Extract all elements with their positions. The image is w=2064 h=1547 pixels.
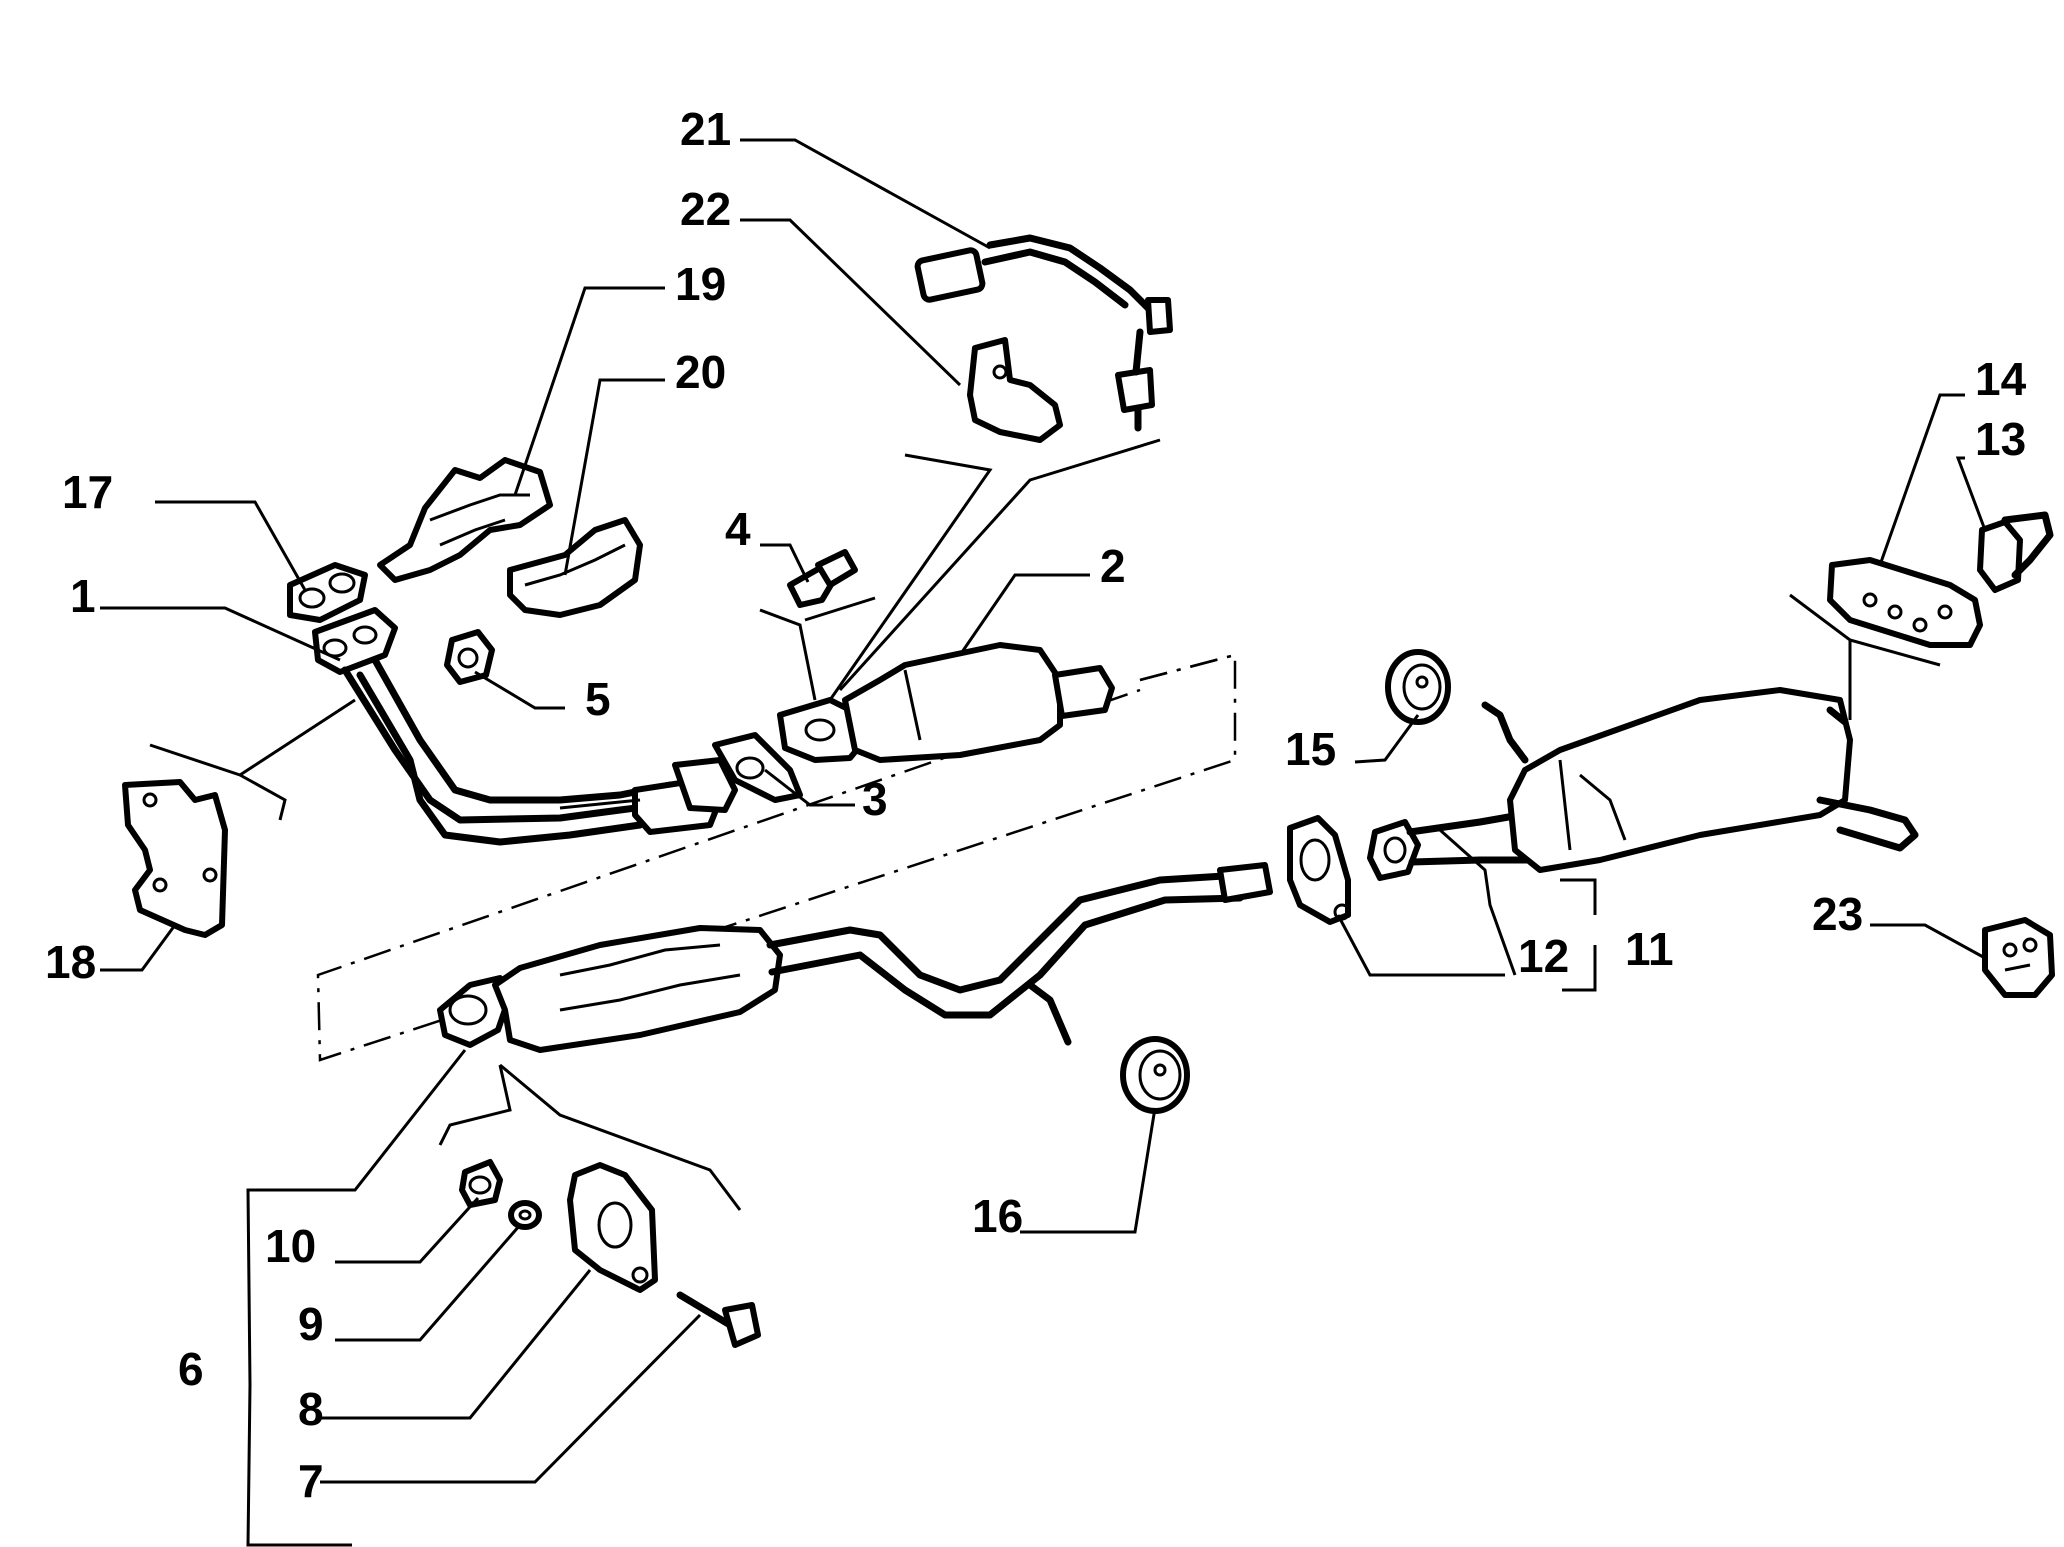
lambda-sensor-part bbox=[914, 234, 1173, 432]
sensor-position-line bbox=[828, 453, 993, 701]
bolt-position-line bbox=[759, 608, 817, 701]
callout-17: 17 bbox=[62, 466, 113, 518]
callout-4: 4 bbox=[725, 503, 751, 555]
support-bracket-part bbox=[122, 779, 228, 938]
callout-10: 10 bbox=[265, 1220, 316, 1272]
hanger-part bbox=[1977, 511, 2054, 593]
pipe-position-line-2 bbox=[239, 773, 287, 821]
leader-lines bbox=[100, 138, 1987, 1547]
manifold-gasket-part bbox=[287, 562, 368, 623]
callout-18: 18 bbox=[45, 936, 96, 988]
callout-14: 14 bbox=[1975, 353, 2027, 405]
assembly-dash-outline bbox=[316, 653, 1237, 1062]
callout-7: 7 bbox=[298, 1455, 324, 1507]
callout-3: 3 bbox=[862, 773, 888, 825]
callout-9: 9 bbox=[298, 1298, 324, 1350]
centre-muffler-part bbox=[437, 862, 1273, 1053]
clamp-bolt-part bbox=[676, 1291, 761, 1348]
clamp-nut-part bbox=[459, 1159, 503, 1208]
callout-6: 6 bbox=[178, 1343, 204, 1395]
callout-11: 11 bbox=[1625, 923, 1674, 975]
callout-5: 5 bbox=[585, 673, 611, 725]
lower-heat-shield-part bbox=[507, 517, 643, 618]
rear-silencer-part bbox=[1367, 687, 1919, 881]
clamp-position-line bbox=[438, 1064, 512, 1146]
callout-12: 12 bbox=[1518, 930, 1569, 982]
clamp-position-line-2 bbox=[499, 1063, 742, 1211]
callout-21: 21 bbox=[680, 103, 731, 155]
callout-1: 1 bbox=[70, 570, 96, 622]
front-pipe-part bbox=[312, 607, 738, 846]
callout-22: 22 bbox=[680, 183, 731, 235]
callout-2: 2 bbox=[1100, 540, 1126, 592]
callout-23: 23 bbox=[1812, 888, 1863, 940]
heat-shield-bracket-part bbox=[967, 337, 1063, 443]
callout-16: 16 bbox=[972, 1190, 1023, 1242]
rubber-mount-part-23 bbox=[1982, 917, 2055, 998]
rubber-mount-part-16 bbox=[1120, 1036, 1190, 1114]
rear-heat-plate-part bbox=[1827, 557, 1983, 648]
bolt-position-line-2 bbox=[804, 596, 876, 622]
clamp-part bbox=[567, 1162, 658, 1293]
callout-8: 8 bbox=[298, 1383, 324, 1435]
upper-heat-shield-part bbox=[377, 457, 553, 583]
rubber-mount-part-15 bbox=[1385, 649, 1451, 725]
bolt-part bbox=[787, 549, 858, 608]
nut-part bbox=[444, 629, 495, 685]
rear-clamp-part bbox=[1287, 815, 1351, 925]
callout-13: 13 bbox=[1975, 413, 2026, 465]
callout-19: 19 bbox=[675, 258, 726, 310]
pipe-position-line bbox=[149, 698, 356, 777]
washer-part bbox=[508, 1200, 542, 1230]
sensor-position-line-2 bbox=[838, 438, 1161, 692]
callout-20: 20 bbox=[675, 346, 726, 398]
catalytic-converter-part bbox=[777, 642, 1115, 763]
callout-15: 15 bbox=[1285, 723, 1336, 775]
catalyst-gasket-part bbox=[712, 732, 803, 803]
assembly-dash-upper bbox=[1139, 653, 1236, 682]
